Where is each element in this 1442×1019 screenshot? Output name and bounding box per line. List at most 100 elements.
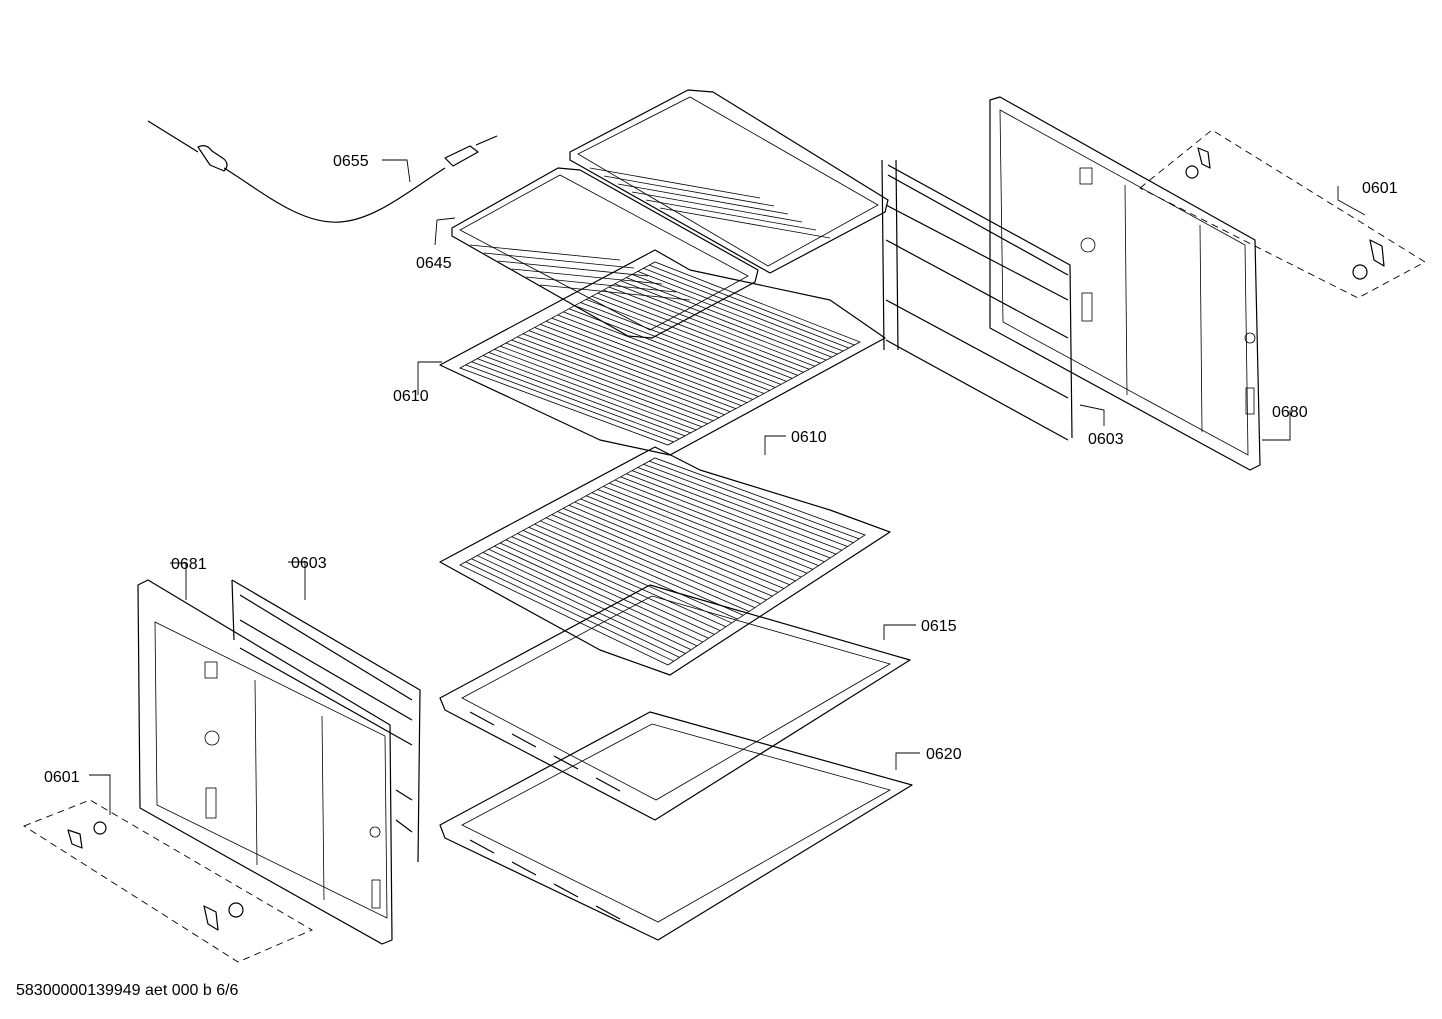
grill-slot: [497, 260, 649, 277]
rack-wire: [580, 302, 787, 382]
label-rack-upper: 0610: [393, 388, 429, 405]
shelf-rail-right: [881, 159, 1073, 441]
rack-wire: [545, 320, 753, 400]
rack-wire: [603, 289, 810, 370]
rack-wire: [522, 333, 731, 413]
tray-slot: [553, 755, 579, 770]
rack-wire: [551, 317, 759, 397]
label-rack-lower: 0610: [791, 429, 827, 446]
rack-wire: [603, 485, 814, 570]
rack-wire: [637, 270, 844, 352]
rack-wire: [614, 479, 825, 563]
tray-slot: [595, 905, 621, 920]
rack-wire: [471, 558, 680, 658]
rack-wire: [591, 492, 802, 578]
rack-wire: [494, 545, 703, 643]
label-grill-insert: 0645: [416, 255, 452, 272]
rack-wire: [534, 523, 744, 616]
grill-slot: [645, 199, 817, 231]
rack-wire: [620, 280, 827, 361]
rack-wire: [488, 548, 698, 647]
grill-slot: [511, 268, 663, 285]
rack-wire: [522, 530, 732, 624]
rack-wire: [534, 327, 742, 406]
baking-tray-shallow: [439, 584, 911, 821]
rack-wire: [545, 517, 756, 609]
grill-slot: [659, 207, 831, 239]
rack-wire: [568, 504, 779, 593]
rack-wire: [540, 520, 750, 612]
rack-wire: [614, 283, 821, 364]
rack-wire: [511, 536, 721, 631]
rack-wire: [505, 539, 715, 635]
tray-slot: [511, 861, 537, 876]
clip-set-right: [1139, 129, 1426, 299]
label-panel-right: 0680: [1272, 404, 1308, 421]
grill-slot: [589, 167, 761, 199]
label-panel-left: 0681: [171, 556, 207, 573]
rack-wire: [505, 342, 714, 422]
tray-slot: [595, 777, 621, 792]
rack-wire: [557, 511, 767, 601]
rack-wire: [568, 308, 776, 388]
rack-wire: [477, 555, 686, 654]
rack-wire: [540, 323, 748, 403]
rack-wire: [574, 305, 782, 385]
part-labels: 0655 0645 0610 0610 0603 0680 0601 0615 …: [44, 153, 1398, 786]
rack-wire: [499, 542, 709, 639]
label-clip-left: 0601: [44, 769, 80, 786]
tray-slot: [469, 839, 495, 854]
wire-rack-lower: [439, 446, 891, 676]
rack-wire: [608, 482, 819, 566]
rack-wire: [643, 267, 849, 349]
tray-slot: [553, 883, 579, 898]
label-rail-left: 0603: [291, 555, 327, 572]
tray-slot: [469, 711, 495, 726]
grill-slot: [631, 191, 803, 223]
grill-slot: [525, 276, 677, 293]
rack-wire: [574, 501, 785, 589]
label-tray-deep: 0620: [926, 746, 962, 763]
clip-set-left: [23, 799, 313, 963]
rack-wire: [494, 348, 703, 428]
rack-wire: [586, 495, 796, 582]
rack-wire: [626, 277, 832, 358]
meat-probe: [147, 120, 498, 223]
rack-wire: [551, 514, 761, 605]
leader-lines: [89, 159, 1366, 815]
label-clip-right: 0601: [1362, 180, 1398, 197]
rack-wire: [637, 467, 848, 547]
rack-wire: [643, 463, 854, 544]
rack-wire: [511, 339, 719, 419]
rack-wire: [557, 314, 765, 394]
rack-wire: [465, 364, 674, 443]
rack-wire: [631, 274, 838, 355]
rack-wire: [563, 311, 770, 391]
grill-slot: [617, 183, 789, 215]
rack-wire: [528, 526, 738, 620]
side-panel-left: [137, 579, 393, 945]
grill-slot: [483, 252, 635, 269]
rack-wire: [580, 498, 790, 586]
rack-wire: [517, 533, 727, 628]
rack-wire: [597, 489, 808, 574]
rack-wire: [649, 460, 860, 540]
rack-wire: [465, 561, 674, 662]
rack-wire: [608, 286, 815, 367]
rack-wire: [563, 507, 773, 597]
rack-wire: [626, 473, 837, 555]
grill-insert: [451, 89, 889, 339]
label-probe: 0655: [333, 153, 369, 170]
rack-wire: [620, 476, 831, 559]
baking-tray-deep: [439, 711, 913, 941]
grill-slot: [603, 175, 775, 207]
shelf-rail-left: [231, 579, 421, 863]
label-tray-shallow: 0615: [921, 618, 957, 635]
tray-slot: [511, 733, 537, 748]
grill-slot: [539, 284, 691, 301]
rack-wire: [482, 552, 692, 651]
label-rail-right: 0603: [1088, 431, 1124, 448]
rack-wire: [488, 352, 697, 431]
rack-wire: [591, 295, 799, 376]
rack-wire: [477, 358, 686, 437]
